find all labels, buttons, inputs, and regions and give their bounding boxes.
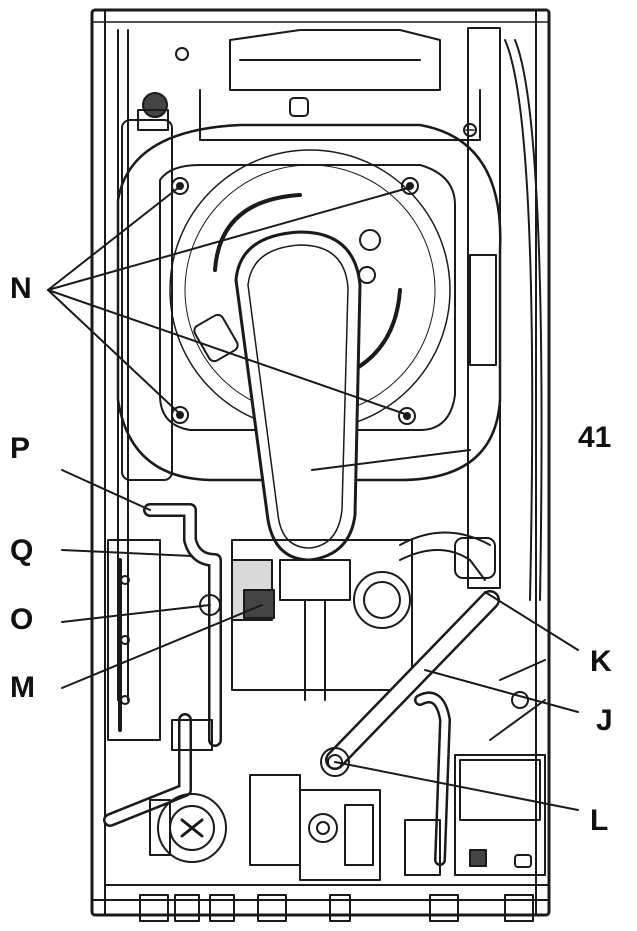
left-water-pipes [103, 503, 222, 827]
fan-assembly [231, 531, 496, 701]
burner-cover [234, 230, 362, 562]
leader-l [334, 761, 579, 811]
leader-k [484, 591, 579, 651]
leader-m [61, 604, 263, 689]
flue-outlet [175, 29, 481, 141]
label-q: Q [10, 534, 34, 567]
leader-n-2 [47, 187, 409, 291]
label-k: K [590, 645, 612, 678]
leader-p [61, 469, 151, 511]
label-n: N [10, 272, 32, 305]
leader-n-1 [47, 187, 179, 291]
label-j: J [596, 704, 613, 737]
label-m: M [10, 671, 35, 704]
left-frame-rail [107, 29, 161, 741]
leader-lines [47, 187, 579, 811]
leader-j [424, 669, 579, 713]
heat-exchanger [116, 123, 502, 482]
leader-o [61, 604, 211, 623]
label-41: 41 [578, 421, 612, 454]
label-p: P [10, 432, 31, 465]
left-sensor-pipe [121, 92, 173, 481]
gas-pipe [320, 590, 500, 777]
bottom-connections [139, 894, 534, 922]
control-box [404, 659, 546, 876]
leader-q [61, 549, 193, 557]
leader-n-4 [47, 289, 406, 415]
leader-n-3 [47, 289, 181, 415]
label-o: O [10, 603, 34, 636]
right-frame-rail [463, 27, 543, 601]
gas-valve [249, 774, 381, 881]
leader-41 [311, 449, 471, 471]
label-l: L [590, 804, 609, 837]
pump [149, 793, 227, 863]
